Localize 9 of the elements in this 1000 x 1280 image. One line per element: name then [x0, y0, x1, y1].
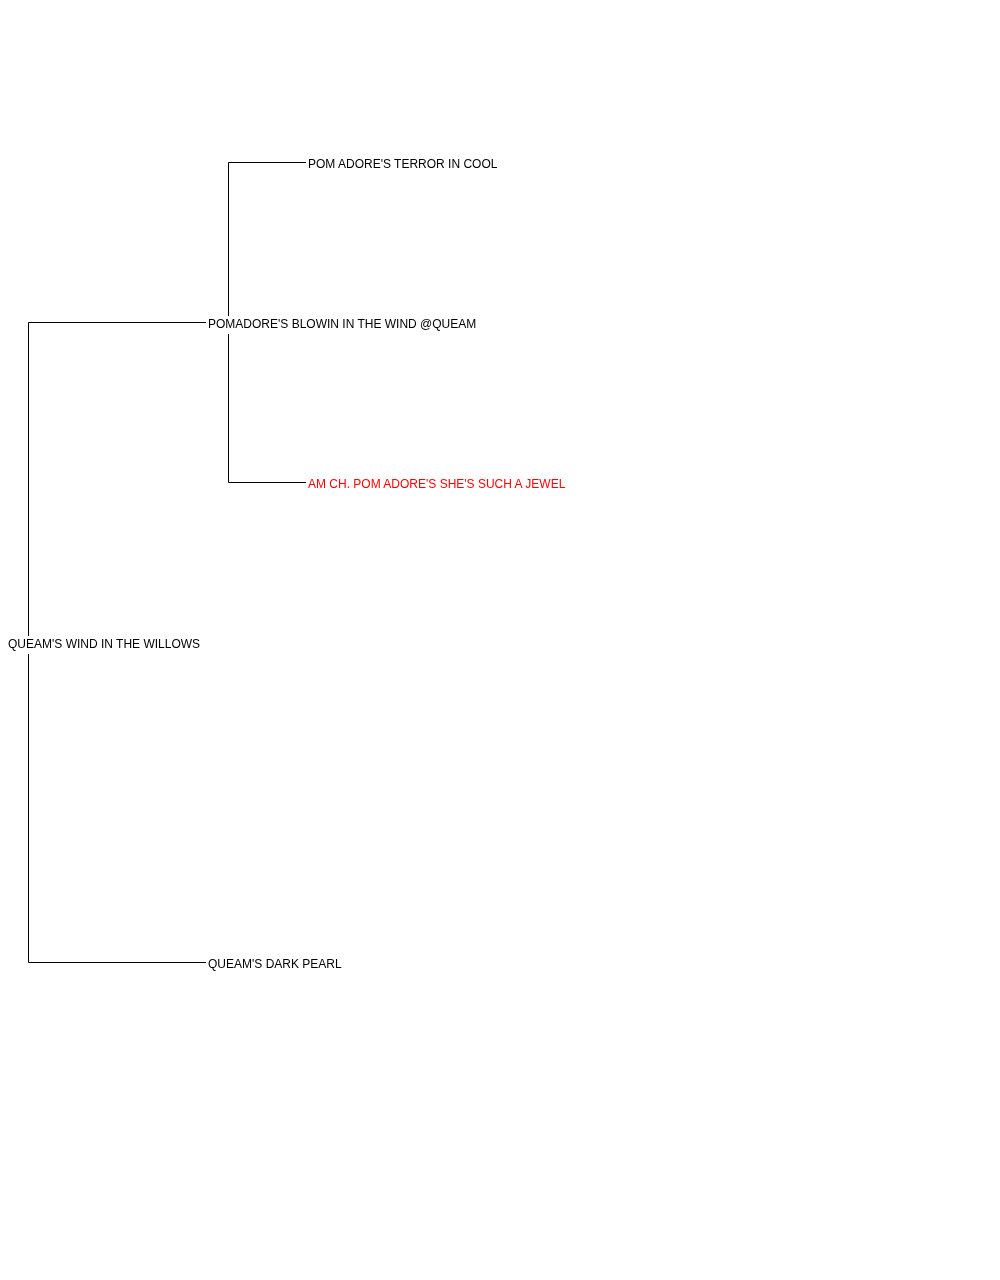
- dog-name: AM CH. POM ADORE'S SHE'S SUCH A JEWEL: [308, 476, 566, 492]
- pedigree-line: [28, 322, 207, 637]
- dog-name: QUEAM'S WIND IN THE WILLOWS: [8, 636, 201, 652]
- pedigree-line: [228, 162, 307, 317]
- dog-name: POMADORE'S BLOWIN IN THE WIND @QUEAM: [208, 316, 477, 332]
- dog-name: QUEAM'S DARK PEARL: [208, 956, 342, 972]
- dog-name: POM ADORE'S TERROR IN COOL: [308, 156, 498, 172]
- pedigree-line: [28, 653, 207, 963]
- pedigree-line: [228, 333, 307, 483]
